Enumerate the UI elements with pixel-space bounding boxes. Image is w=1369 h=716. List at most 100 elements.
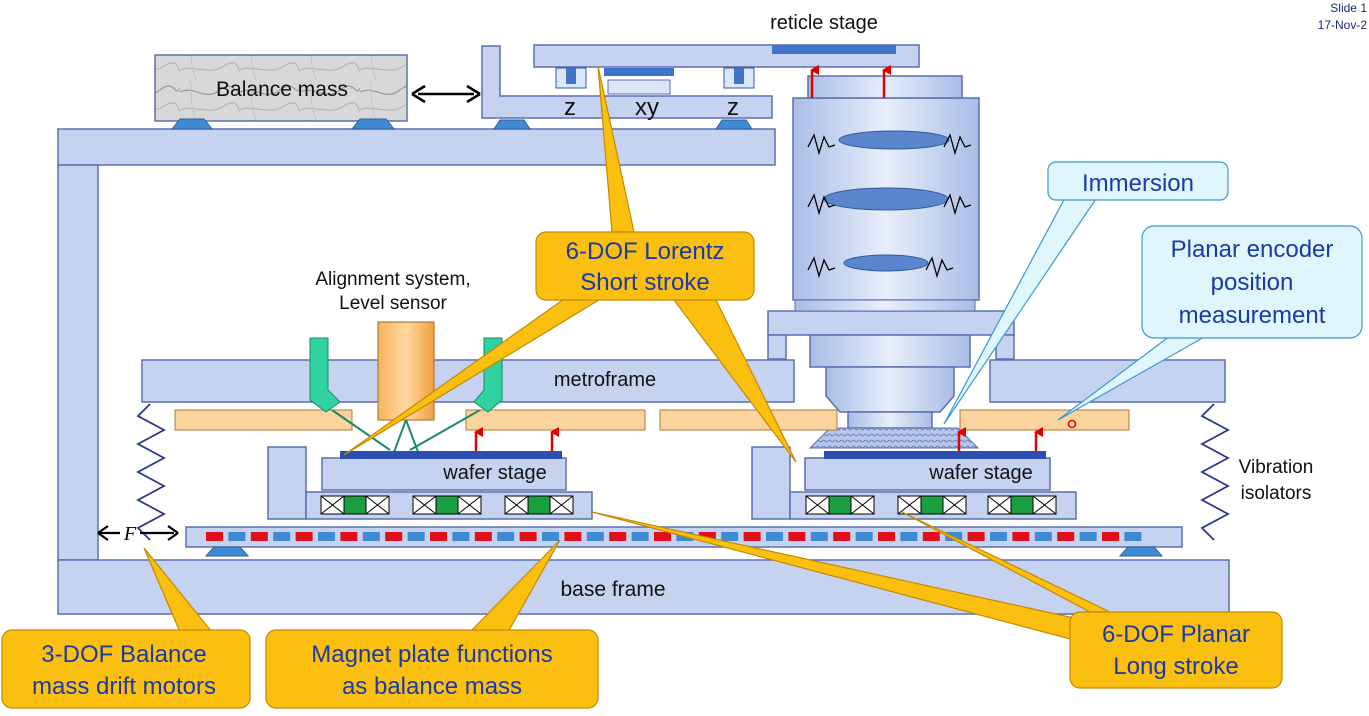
- wafer-stage-left: wafer stage: [267, 446, 593, 520]
- callout-magnet-plate: Magnet plate functions as balance mass: [265, 539, 599, 709]
- balance-mass: Balance mass: [154, 54, 408, 130]
- magnet-segment: [318, 532, 335, 541]
- magnet-segment: [452, 532, 470, 541]
- alignment-label-line2: Level sensor: [339, 293, 447, 314]
- callout-planar: 6-DOF Planar Long stroke: [591, 511, 1283, 689]
- bearing-pad: [204, 546, 250, 557]
- magnet-segment: [250, 532, 268, 541]
- magnet-segment: [766, 532, 783, 541]
- metroframe: metroframe: [141, 359, 1226, 403]
- vibration-label-line2: isolators: [1241, 483, 1312, 504]
- bearing-pad: [1118, 546, 1164, 557]
- magnet-segment: [855, 532, 873, 541]
- callout-lorentz-line1: 6-DOF Lorentz: [566, 238, 725, 265]
- callout-balance-drift-line1: 3-DOF Balance: [41, 641, 206, 668]
- xy-label: xy: [635, 94, 659, 121]
- bearing-pad: [715, 119, 753, 130]
- magnet-segment: [273, 532, 291, 541]
- base-frame: base frame: [57, 559, 1230, 615]
- balance-mass-label: Balance mass: [216, 78, 348, 101]
- callout-magnet-line1: Magnet plate functions: [311, 641, 553, 668]
- bearing-pad: [493, 119, 531, 130]
- magnet-segment: [474, 532, 492, 541]
- wafer-stage-right-label: wafer stage: [928, 462, 1032, 484]
- magnet-segment: [1057, 532, 1075, 541]
- double-arrow: [411, 84, 481, 104]
- alignment-label-line1: Alignment system,: [315, 269, 470, 290]
- metroframe-label: metroframe: [554, 369, 656, 391]
- callout-encoder-line1: Planar encoder: [1171, 236, 1334, 263]
- magnet-segment: [1012, 532, 1030, 541]
- left-column: [57, 164, 99, 561]
- callout-encoder-line3: measurement: [1179, 302, 1326, 329]
- magnet-segment: [698, 532, 716, 541]
- wafer-stage-left-label: wafer stage: [442, 462, 546, 484]
- z-left-label: z: [564, 94, 576, 121]
- callout-balance-drift: 3-DOF Balance mass drift motors: [1, 547, 251, 709]
- z-right-label: z: [727, 94, 739, 121]
- projection-lens: [767, 75, 1015, 449]
- callout-immersion-text: Immersion: [1082, 170, 1194, 197]
- coil-group: [320, 495, 574, 515]
- magnet-segment: [810, 532, 828, 541]
- magnet-segment: [542, 532, 559, 541]
- vibration-isolator-left: [136, 403, 166, 541]
- magnet-segment: [362, 532, 380, 541]
- magnet-segment: [1124, 532, 1142, 541]
- callout-planar-line1: 6-DOF Planar: [1102, 621, 1250, 648]
- callout-lorentz-line2: Short stroke: [580, 269, 709, 296]
- magnet-segment: [295, 532, 313, 541]
- slide-number: Slide 1: [1330, 1, 1367, 15]
- callout-balance-drift-line2: mass drift motors: [32, 673, 216, 700]
- magnet-segment: [878, 532, 895, 541]
- magnet-segment: [519, 532, 537, 541]
- alignment-system: Alignment system, Level sensor: [309, 269, 503, 453]
- magnet-segment: [922, 532, 940, 541]
- bearing-pad: [350, 118, 396, 130]
- magnet-segment: [497, 532, 515, 541]
- magnet-segment: [340, 532, 358, 541]
- reticle-stage: reticle stage z xy z: [481, 12, 920, 130]
- callout-immersion: Immersion: [943, 161, 1229, 425]
- coil-group: [805, 495, 1057, 515]
- magnet-segment: [385, 532, 403, 541]
- magnet-segment: [206, 532, 223, 541]
- magnet-segment: [743, 532, 761, 541]
- bearing-pad: [170, 118, 214, 130]
- magnet-segment: [1102, 532, 1119, 541]
- vibration-isolator-right: [1200, 403, 1230, 541]
- magnet-segment: [833, 532, 851, 541]
- magnet-segment: [407, 532, 425, 541]
- callout-lorentz: 6-DOF Lorentz Short stroke: [343, 65, 797, 463]
- magnet-segment: [631, 532, 649, 541]
- magnet-segment: [430, 532, 447, 541]
- magnet-segment: [788, 532, 806, 541]
- magnet-segment: [721, 532, 739, 541]
- measurement-arrows: [474, 65, 1043, 451]
- base-frame-label: base frame: [560, 578, 665, 601]
- slide-date: 17-Nov-2: [1317, 18, 1367, 32]
- magnet-segment: [1079, 532, 1097, 541]
- callout-encoder-line2: position: [1211, 269, 1294, 296]
- vibration-label-line1: Vibration: [1239, 457, 1314, 478]
- encoder-plates: [174, 409, 1130, 431]
- magnet-segment: [228, 532, 246, 541]
- callout-encoder: Planar encoder position measurement: [1057, 225, 1363, 421]
- wafer-stage-right: wafer stage: [751, 446, 1077, 520]
- magnet-segment: [990, 532, 1007, 541]
- force-label: F: [123, 523, 137, 545]
- slide-meta: Slide 1 17-Nov-2: [1318, 0, 1367, 34]
- magnet-segment: [609, 532, 627, 541]
- callout-magnet-line2: as balance mass: [342, 673, 522, 700]
- magnet-segment: [586, 532, 604, 541]
- force-arrows: F: [97, 523, 179, 545]
- magnet-plate: [185, 526, 1183, 557]
- reticle-stage-label: reticle stage: [770, 12, 878, 34]
- magnet-segment: [967, 532, 985, 541]
- magnet-segment: [900, 532, 918, 541]
- magnet-segment: [564, 532, 582, 541]
- callout-planar-line2: Long stroke: [1113, 653, 1238, 680]
- upper-frame: [57, 128, 776, 166]
- magnet-segment: [654, 532, 671, 541]
- magnet-segment: [1034, 532, 1052, 541]
